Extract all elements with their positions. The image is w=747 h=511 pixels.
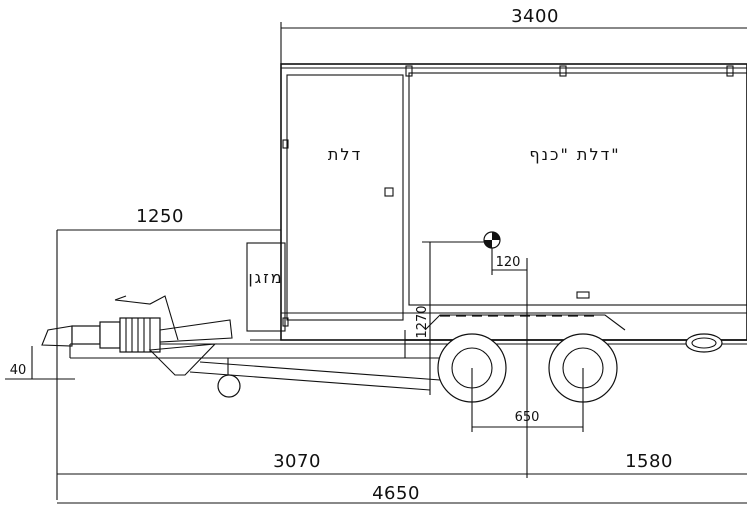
wing-door-label: דלת "כנף" <box>529 145 620 164</box>
dimension-total-length: 4650 <box>57 483 747 504</box>
dimension-rear-section-label: 1580 <box>625 451 673 472</box>
rear-lamp <box>685 333 723 353</box>
dimension-front-overhang-label: 1250 <box>136 206 184 227</box>
dimension-offset: 120 <box>491 248 527 275</box>
dimension-body-length-label: 3400 <box>511 6 559 27</box>
ac-unit-label: מזגן <box>248 268 283 287</box>
center-of-gravity-icon <box>483 231 501 249</box>
dimension-body-length: 3400 <box>280 6 747 64</box>
drawbar <box>41 295 441 391</box>
dimension-front-to-axles: 3070 1580 <box>57 451 747 475</box>
dimension-offset-label: 120 <box>496 255 521 270</box>
wing-door: דלת "כנף" <box>405 65 747 306</box>
dimension-hitch-height: 40 <box>5 346 75 380</box>
dimension-front-to-axles-label: 3070 <box>273 451 321 472</box>
dimension-height-label: 1270 <box>415 305 430 338</box>
dimension-front-overhang: 1250 <box>56 206 281 500</box>
cargo-box <box>280 63 747 341</box>
dimension-height: 1270 <box>415 241 492 395</box>
jockey-wheel <box>217 358 241 398</box>
dimension-total-length-label: 4650 <box>372 483 420 504</box>
side-door: דלת <box>282 74 404 327</box>
bellows <box>119 317 161 353</box>
dimension-hitch-height-label: 40 <box>10 363 27 378</box>
side-door-label: דלת <box>328 145 362 164</box>
ac-unit: מזגן <box>246 242 286 332</box>
